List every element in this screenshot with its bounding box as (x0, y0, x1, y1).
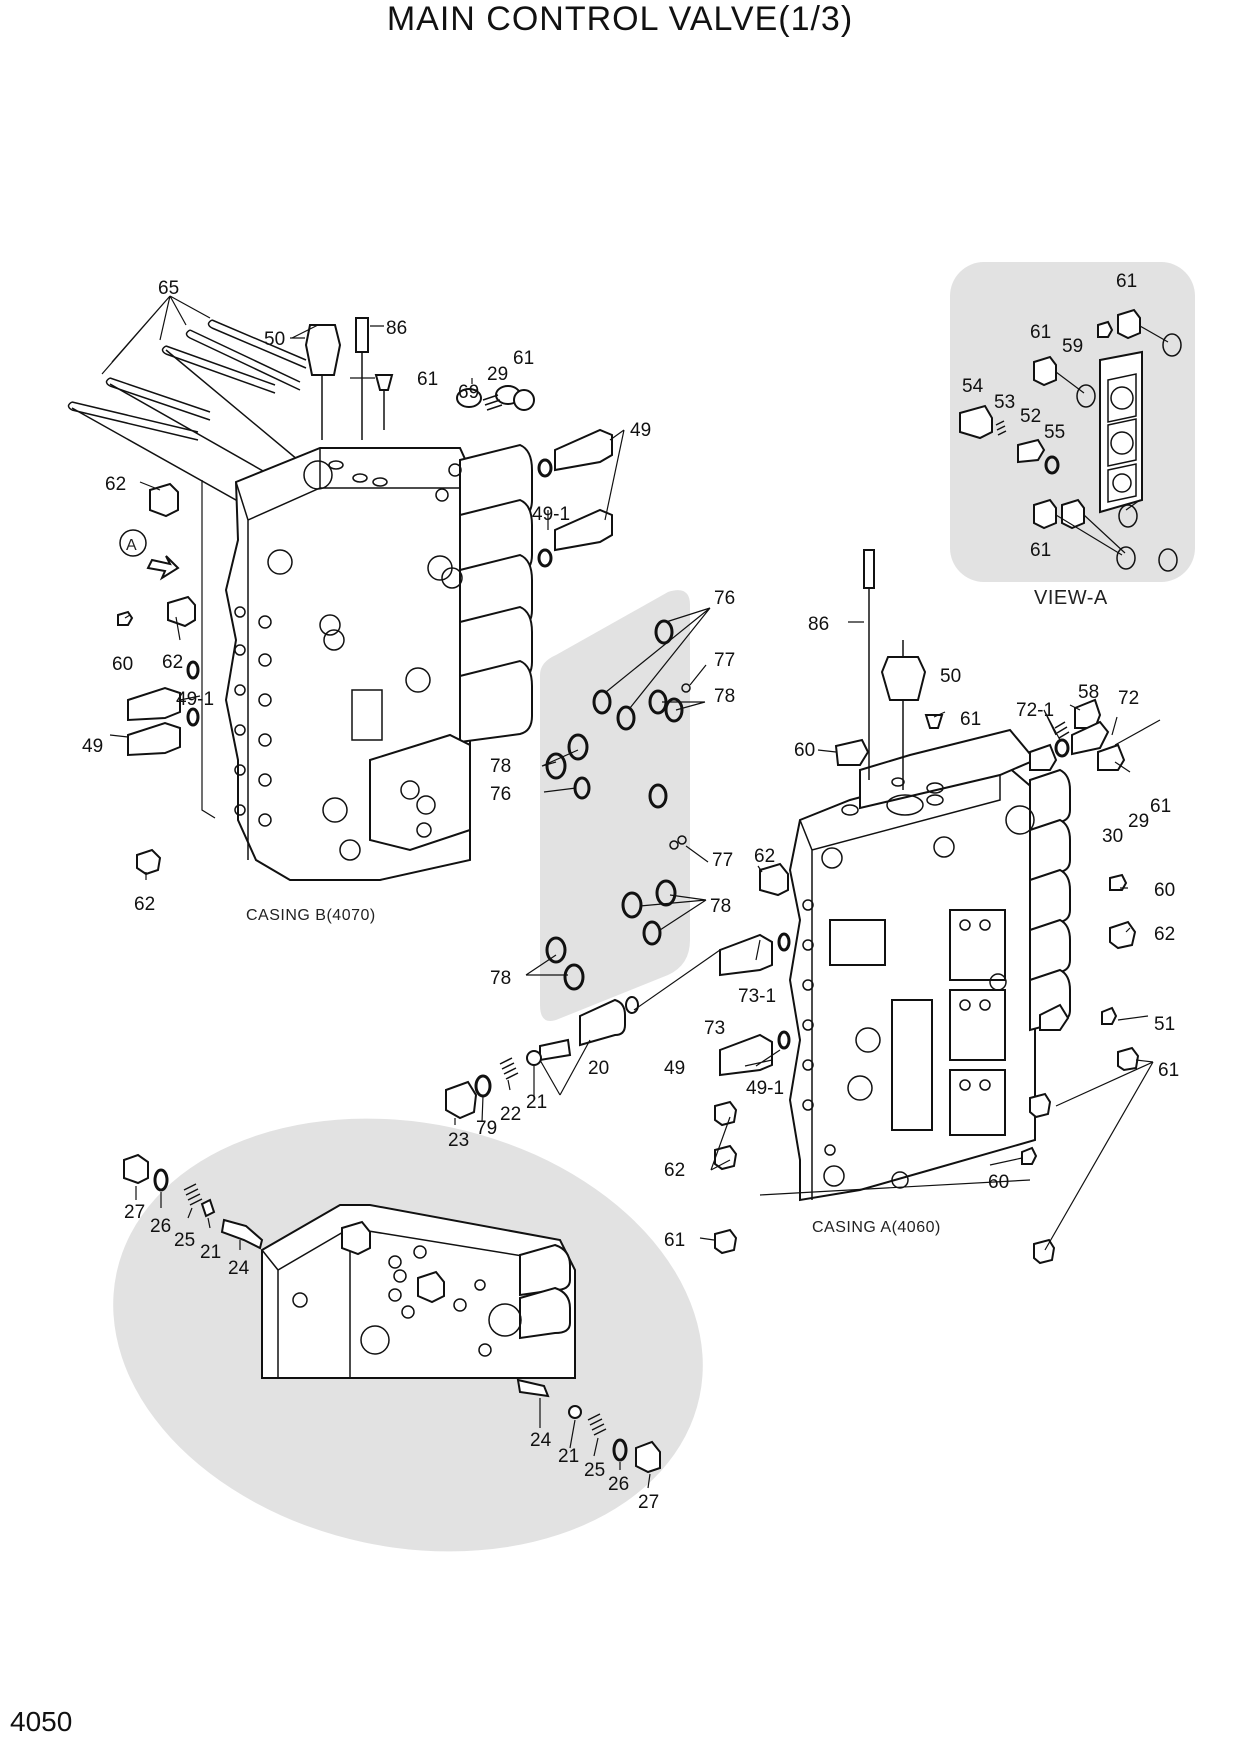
seal-group (525, 607, 711, 991)
callout: 30 (1102, 826, 1123, 847)
callout: 78 (710, 896, 731, 917)
callout: 61 (1158, 1060, 1179, 1081)
callout: 29 (487, 364, 508, 385)
callout: 61 (664, 1230, 685, 1251)
callout: 55 (1044, 422, 1065, 443)
callout: 58 (1078, 682, 1099, 703)
callout: 73-1 (738, 986, 776, 1007)
callout: 27 (638, 1492, 659, 1513)
callout: 62 (162, 652, 183, 673)
callout: 69 (458, 382, 479, 403)
callout: 26 (608, 1474, 629, 1495)
callout: 62 (1154, 924, 1175, 945)
callout: 61 (417, 369, 438, 390)
callout: 53 (994, 392, 1015, 413)
loose-parts (445, 949, 721, 1125)
callout: 60 (1154, 880, 1175, 901)
view-a-caption: VIEW-A (1034, 587, 1108, 609)
seal-group-panel (540, 590, 690, 1021)
callout: 62 (754, 846, 775, 867)
callout: 86 (808, 614, 829, 635)
callout: 61 (513, 348, 534, 369)
callout: 27 (124, 1202, 145, 1223)
callout: 65 (158, 278, 179, 299)
callout: 61 (1116, 271, 1137, 292)
callout: 78 (714, 686, 735, 707)
callout: 79 (476, 1118, 497, 1139)
callout: 20 (588, 1058, 609, 1079)
callout: 76 (490, 784, 511, 805)
callout: 49-1 (176, 689, 214, 710)
callout: 50 (264, 329, 285, 350)
callout: 61 (1030, 540, 1051, 561)
callout: 25 (174, 1230, 195, 1251)
callout: 24 (530, 1430, 552, 1451)
detail-view (123, 1153, 661, 1489)
callout: 29 (1128, 811, 1149, 832)
callout: 86 (386, 318, 407, 339)
callout: 49 (630, 420, 651, 441)
callout: 78 (490, 756, 511, 777)
callout: 49 (664, 1058, 685, 1079)
page-title: MAIN CONTROL VALVE(1/3) (386, 0, 854, 38)
view-a-marker: A (126, 537, 137, 554)
casing-b-caption: CASING B(4070) (246, 907, 376, 924)
callout: 21 (200, 1242, 221, 1263)
callout: 77 (712, 850, 733, 871)
casing-b-assembly: A (67, 295, 625, 881)
callout: 72 (1118, 688, 1139, 709)
callout: 59 (1062, 336, 1083, 357)
callout: 25 (584, 1460, 605, 1481)
callout: 61 (1150, 796, 1171, 817)
callout: 61 (1030, 322, 1051, 343)
callout: 62 (134, 894, 155, 915)
callout: 62 (105, 474, 126, 495)
callout: 77 (714, 650, 735, 671)
callout: 60 (794, 740, 815, 761)
callout: 73 (704, 1018, 725, 1039)
casing-a-caption: CASING A(4060) (812, 1219, 941, 1236)
callout: 49-1 (532, 504, 570, 525)
callout: 72-1 (1016, 700, 1054, 721)
callout: 22 (500, 1104, 521, 1125)
callout: 23 (448, 1130, 469, 1151)
callout: 51 (1154, 1014, 1175, 1035)
callout: 49-1 (746, 1078, 784, 1099)
callout: 21 (558, 1446, 579, 1467)
callout: 60 (988, 1172, 1009, 1193)
callout: 78 (490, 968, 511, 989)
view-a-assembly (959, 308, 1182, 572)
callout: 24 (228, 1258, 250, 1279)
callout: 52 (1020, 406, 1041, 427)
casing-a-assembly (699, 549, 1161, 1265)
callout: 61 (960, 709, 981, 730)
callout: 54 (962, 376, 984, 397)
callout: 60 (112, 654, 133, 675)
callout: 21 (526, 1092, 547, 1113)
page-number: 4050 (10, 1706, 73, 1737)
callout: 49 (82, 736, 103, 757)
callout: 26 (150, 1216, 171, 1237)
callout: 62 (664, 1160, 685, 1181)
callout: 76 (714, 588, 735, 609)
callout: 50 (940, 666, 961, 687)
